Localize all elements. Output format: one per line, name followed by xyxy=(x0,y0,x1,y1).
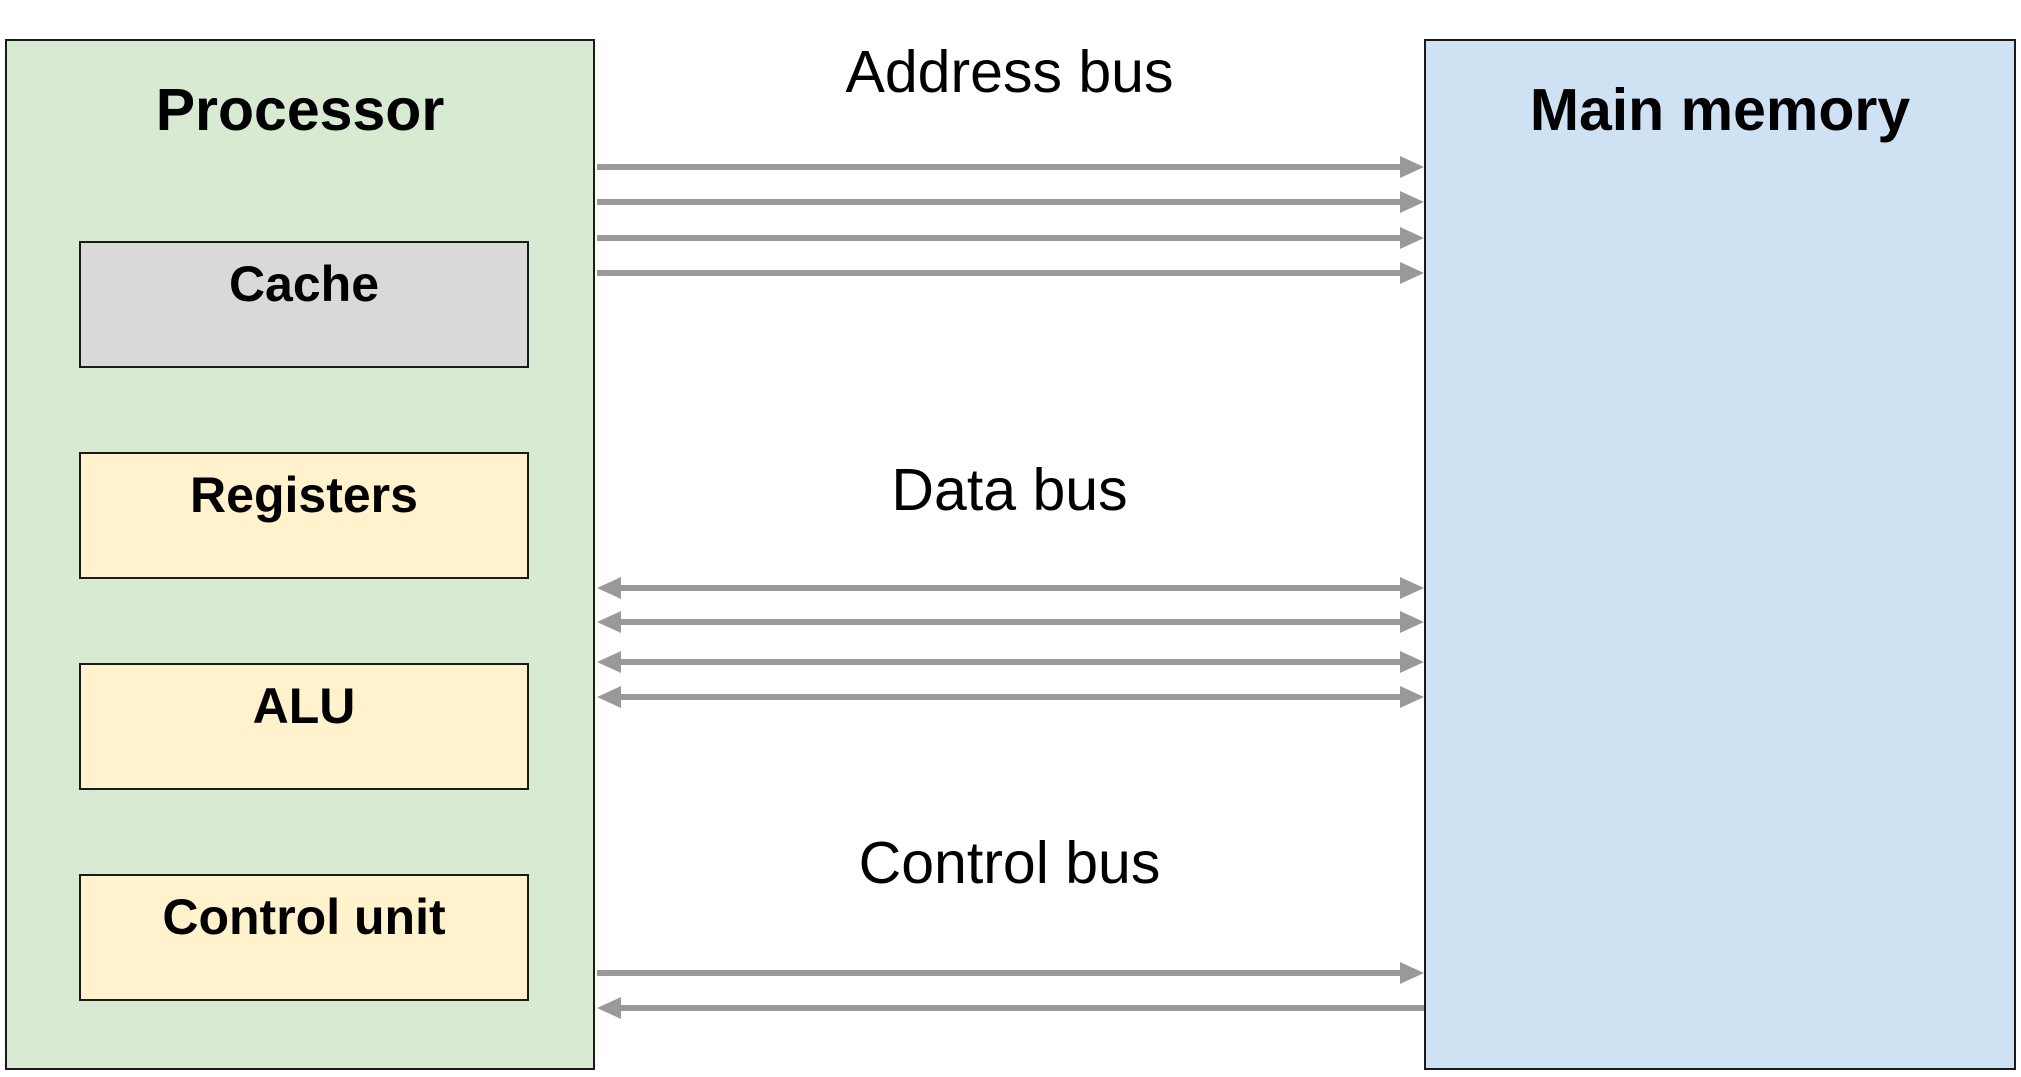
data-bus-arrowhead-right xyxy=(1400,686,1424,708)
data-bus-arrowhead-left xyxy=(597,577,621,599)
cache-box: Cache xyxy=(79,241,529,368)
data-bus-arrowhead-left xyxy=(597,611,621,633)
control-unit-box: Control unit xyxy=(79,874,529,1001)
control-bus-arrowhead-left xyxy=(597,997,621,1019)
registers-box: Registers xyxy=(79,452,529,579)
data-bus-label: Data bus xyxy=(891,457,1128,523)
address-bus-arrowhead xyxy=(1400,191,1424,213)
data-bus-arrowhead-right xyxy=(1400,577,1424,599)
address-bus-arrowhead xyxy=(1400,156,1424,178)
processor-block: Processor Cache Registers ALU Control un… xyxy=(5,39,595,1070)
address-bus-label: Address bus xyxy=(845,39,1174,105)
main-memory-title: Main memory xyxy=(1529,77,1911,143)
control-bus-label: Control bus xyxy=(858,830,1161,896)
control-unit-label: Control unit xyxy=(162,889,446,945)
control-bus-arrowhead-right xyxy=(1400,962,1424,984)
address-bus-arrowhead xyxy=(1400,227,1424,249)
data-bus-arrowhead-left xyxy=(597,651,621,673)
alu-box: ALU xyxy=(79,663,529,790)
cache-label: Cache xyxy=(228,256,380,312)
alu-label: ALU xyxy=(252,678,356,734)
registers-label: Registers xyxy=(190,467,418,523)
data-bus-arrowhead-right xyxy=(1400,611,1424,633)
data-bus-arrowhead-right xyxy=(1400,651,1424,673)
address-bus-arrowhead xyxy=(1400,262,1424,284)
main-memory-block: Main memory xyxy=(1424,39,2016,1070)
processor-title: Processor xyxy=(155,77,445,143)
data-bus-arrowhead-left xyxy=(597,686,621,708)
